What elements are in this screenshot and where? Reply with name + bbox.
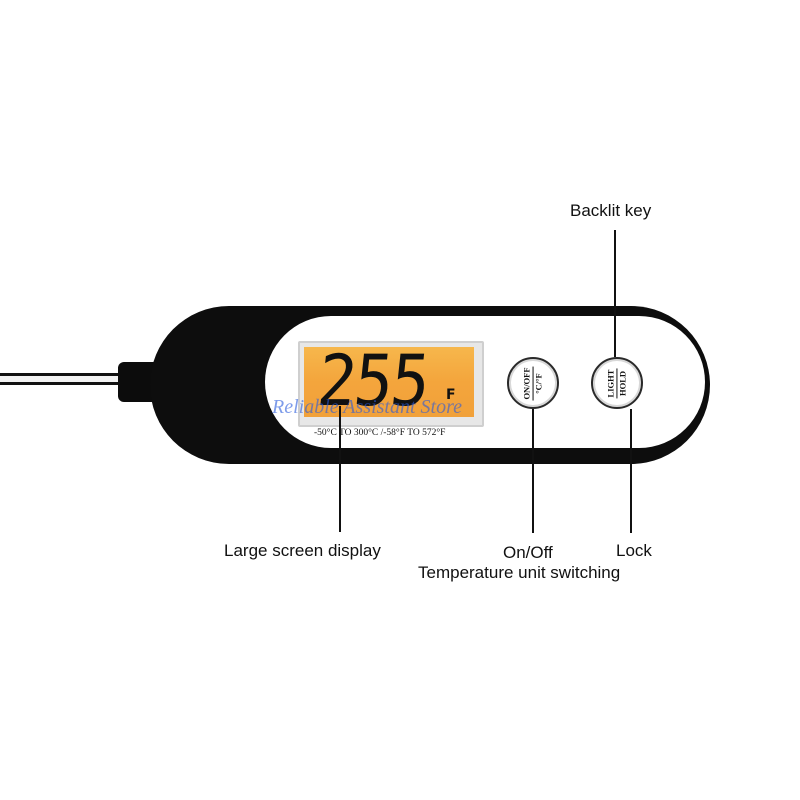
light-button-label: LIGHT [605, 368, 618, 398]
lock-leader-line [630, 409, 632, 533]
onoff-unit-button[interactable]: ON/OFF °C/°F [507, 357, 559, 409]
screen-leader-line [339, 406, 341, 532]
onoff-leader-line [532, 409, 534, 533]
large-screen-label: Large screen display [224, 541, 381, 560]
light-hold-button[interactable]: LIGHT HOLD [591, 357, 643, 409]
probe-rod [0, 373, 150, 385]
unit-switching-label: Temperature unit switching [418, 563, 621, 582]
onoff-button-label: ON/OFF [521, 365, 534, 401]
onoff-label: On/Off [503, 543, 553, 562]
lock-label: Lock [616, 541, 652, 560]
backlit-leader-line [614, 230, 616, 357]
unit-button-label: °C/°F [533, 372, 544, 394]
temperature-unit: F [446, 387, 456, 403]
store-watermark: Reliable Assistant Store [272, 396, 462, 418]
hold-button-label: HOLD [617, 370, 628, 396]
range-text: -50°C TO 300°C /-58°F TO 572°F [314, 428, 446, 438]
lcd-screen [304, 347, 474, 417]
backlit-key-label: Backlit key [570, 201, 652, 220]
